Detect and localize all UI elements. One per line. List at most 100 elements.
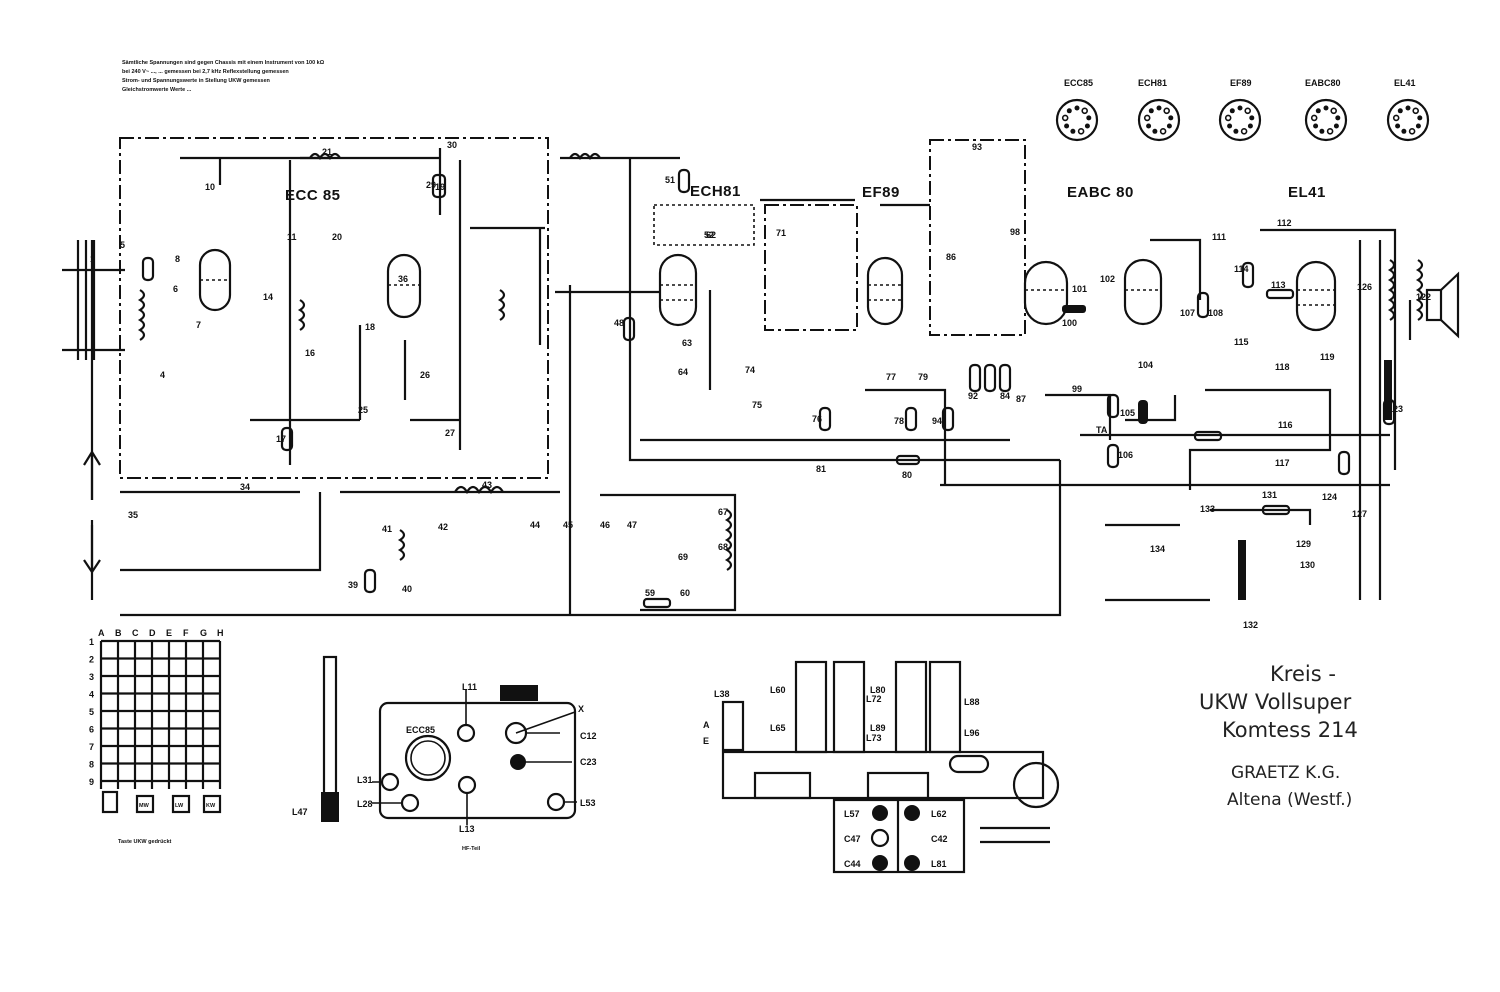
wiring xyxy=(62,148,1397,617)
basing-pin xyxy=(1244,107,1251,115)
basing-pin xyxy=(1077,128,1085,135)
component-label-l133: 133 xyxy=(1200,504,1215,514)
basing-pin xyxy=(1156,105,1162,111)
basing-pin xyxy=(1395,123,1401,129)
basing-pin xyxy=(1233,128,1239,134)
component-label-l41: 41 xyxy=(382,524,392,534)
component-label-r74: 74 xyxy=(745,365,755,375)
component-label-antenna: 1 xyxy=(90,254,95,264)
antenna-arrows xyxy=(76,240,101,574)
basing-pin xyxy=(1335,115,1341,121)
component-label-c75: 75 xyxy=(752,400,762,410)
if-label-c42: C42 xyxy=(931,834,948,844)
if-label-l65: L65 xyxy=(770,723,786,733)
component-label-l21: 21 xyxy=(322,147,332,157)
matrix-column-label: C xyxy=(132,628,139,638)
basing-pin xyxy=(1247,123,1253,129)
hf-label-x: X xyxy=(578,704,584,714)
basing-pin xyxy=(1397,108,1403,114)
if-can-ech81 xyxy=(653,204,755,246)
hf-label-l13: L13 xyxy=(459,824,475,834)
title-line-3: Komtess 214 xyxy=(1222,718,1358,742)
header-note-3: Strom- und Spannungswerte in Stellung UK… xyxy=(122,78,271,84)
component-label-c5: 5 xyxy=(120,240,125,250)
button-label-kw: KW xyxy=(206,803,216,809)
basing-pin xyxy=(1148,108,1154,114)
matrix-row-label: 6 xyxy=(89,725,94,735)
component-label-l10: 10 xyxy=(205,182,215,192)
if-label-l72: L72 xyxy=(866,694,882,704)
component-label-c52: 52 xyxy=(704,230,714,240)
basing-pin xyxy=(1412,107,1419,115)
basing-pin xyxy=(1249,115,1255,121)
component-label-s134: 134 xyxy=(1150,544,1165,554)
hf-label-l47: L47 xyxy=(292,807,308,817)
basing-pin xyxy=(1408,128,1416,135)
component-label-l43: 43 xyxy=(482,480,492,490)
component-label-l68: 68 xyxy=(718,542,728,552)
component-label-r48: 48 xyxy=(614,318,624,328)
component-label-c36: 36 xyxy=(398,274,408,284)
hf-caption: HF-Teil xyxy=(462,846,481,852)
matrix-column-label: E xyxy=(166,628,172,638)
basing-pin xyxy=(1330,107,1337,115)
if-label-c47: C47 xyxy=(844,834,861,844)
tube-basing-row: ECC85 ECH81 EF89 EABC80 EL41 xyxy=(1055,78,1430,142)
tube-eabc80 xyxy=(1023,260,1069,326)
tube-el41 xyxy=(1295,260,1337,332)
matrix-column-label: D xyxy=(149,628,156,638)
component-label-c79: 79 xyxy=(918,372,928,382)
hf-label-c12: C12 xyxy=(580,731,597,741)
basing-pin xyxy=(1392,114,1400,122)
button-label-lw: LW xyxy=(175,803,184,809)
component-label-c34: 34 xyxy=(240,482,250,492)
component-label-c71: 71 xyxy=(776,228,786,238)
if-board-layout: L38 A E L60 L65 L72 L73 L80 L89 L88 L96 … xyxy=(703,660,1060,874)
basing-pin xyxy=(1315,108,1321,114)
component-label-c117: 117 xyxy=(1275,458,1290,468)
component-label-c44: 44 xyxy=(530,520,540,530)
hf-label-l53: L53 xyxy=(580,798,596,808)
matrix-column-label: F xyxy=(183,628,189,638)
basing-el41: EL41 xyxy=(1386,78,1430,142)
if-can-2 xyxy=(929,139,1026,336)
component-label-c104: 104 xyxy=(1138,360,1153,370)
component-label-r100: 100 xyxy=(1062,318,1077,328)
component-label-c40: 40 xyxy=(402,584,412,594)
component-label-c19: 19 xyxy=(435,182,445,192)
component-label-r118: 118 xyxy=(1275,362,1290,372)
component-label-l63: 63 xyxy=(682,338,692,348)
component-label-l130: 130 xyxy=(1300,560,1315,570)
matrix-row-label: 5 xyxy=(89,707,94,717)
if-label-e: E xyxy=(703,736,709,746)
title-line-2: UKW Vollsuper xyxy=(1199,690,1352,714)
hf-label-l31: L31 xyxy=(357,775,373,785)
component-label-r86: 86 xyxy=(946,252,956,262)
basing-pin xyxy=(1066,108,1072,114)
basing-pin xyxy=(1237,105,1243,111)
component-label-c81: 81 xyxy=(816,464,826,474)
manufacturer-location: Altena (Westf.) xyxy=(1227,790,1353,810)
basing-pin xyxy=(1084,123,1090,129)
matrix-column-label: A xyxy=(98,628,105,638)
basing-label: EL41 xyxy=(1394,78,1416,88)
component-label-r78: 78 xyxy=(894,416,904,426)
component-label-r101: 101 xyxy=(1072,284,1087,294)
component-label-r115: 115 xyxy=(1234,337,1249,347)
hf-label-l11: L11 xyxy=(462,682,477,692)
component-label-c27: 27 xyxy=(445,428,455,438)
button-label-mw: MW xyxy=(139,803,150,809)
if-label-l60: L60 xyxy=(770,685,786,695)
basing-pin xyxy=(1081,107,1088,115)
button-mw xyxy=(135,794,155,814)
basing-pin xyxy=(1224,114,1232,122)
basing-pin xyxy=(1061,114,1069,122)
component-label-ls122: 122 xyxy=(1416,292,1431,302)
header-note-2: bei 240 V~ ..., ... gemessen bei 2,7 kHz… xyxy=(122,69,289,75)
component-label-r105: 105 xyxy=(1120,408,1135,418)
basing-pin xyxy=(1146,123,1152,129)
hf-unit-layout: L47 ECC85 L11 L31 L28 L13 L53 X C12 C23 … xyxy=(292,655,597,852)
tube-ech81 xyxy=(658,253,698,327)
